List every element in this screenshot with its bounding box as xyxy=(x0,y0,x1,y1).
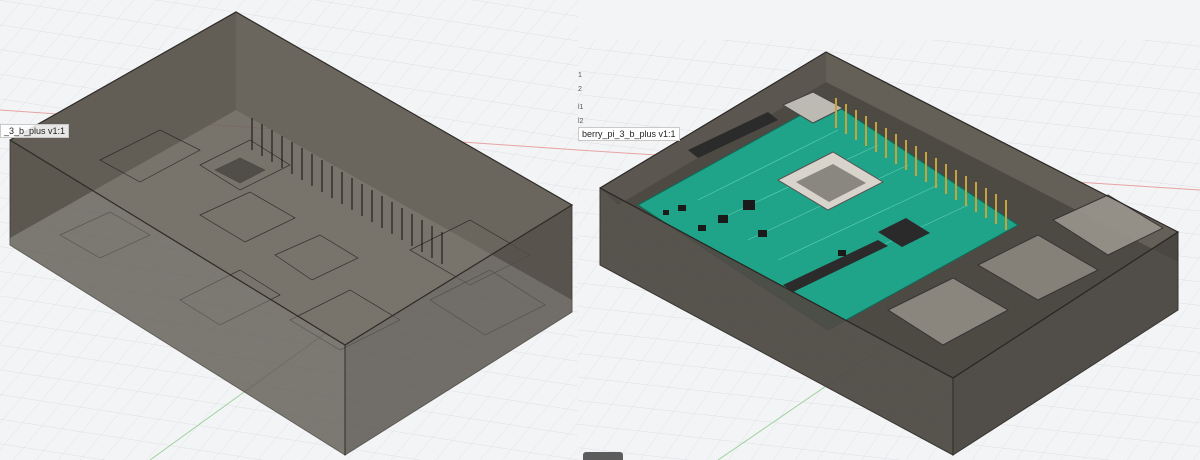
enclosure-back-right-wall xyxy=(236,12,572,300)
enclosure-rim xyxy=(9,11,574,346)
axis-tick-label: 2 xyxy=(578,86,582,93)
lan-chip xyxy=(878,218,930,247)
display-connector-outline xyxy=(99,129,201,183)
enclosure-back-left-wall xyxy=(600,52,826,205)
axis-tick-label: l1 xyxy=(578,104,584,111)
cpu-die xyxy=(214,157,266,184)
lan-chip-outline xyxy=(274,234,359,281)
gpio-header-pins xyxy=(251,118,443,264)
gpio-header-pins xyxy=(835,98,1007,230)
ethernet-port xyxy=(886,277,1010,346)
right-enclosure-model xyxy=(599,51,1180,456)
component-browser-label[interactable]: _3_b_plus v1:1 xyxy=(0,124,70,138)
usb-port-2 xyxy=(1051,194,1165,256)
cpu-chip-outline xyxy=(199,139,291,191)
left-enclosure-model xyxy=(9,11,574,456)
left-3d-viewport[interactable]: _3_b_plus v1:1 xyxy=(0,0,578,460)
smd-components xyxy=(663,200,846,256)
component-browser-label[interactable]: berry_pi_3_b_plus v1:1 xyxy=(578,127,680,141)
display-connector xyxy=(688,112,778,158)
soc-outline xyxy=(199,191,296,243)
bottom-toolbar-tab[interactable] xyxy=(583,452,623,460)
soc-die xyxy=(796,164,866,202)
right-3d-viewport[interactable]: 1 2 l1 l2 berry_pi_3_b_plus v1:1 xyxy=(578,0,1200,460)
enclosure-rim xyxy=(599,51,1180,379)
usb-port xyxy=(976,234,1100,301)
camera-connector xyxy=(783,240,888,292)
ram-chip xyxy=(781,91,845,124)
axis-tick-label: l2 xyxy=(578,118,584,125)
axis-tick-label: 1 xyxy=(578,72,582,79)
